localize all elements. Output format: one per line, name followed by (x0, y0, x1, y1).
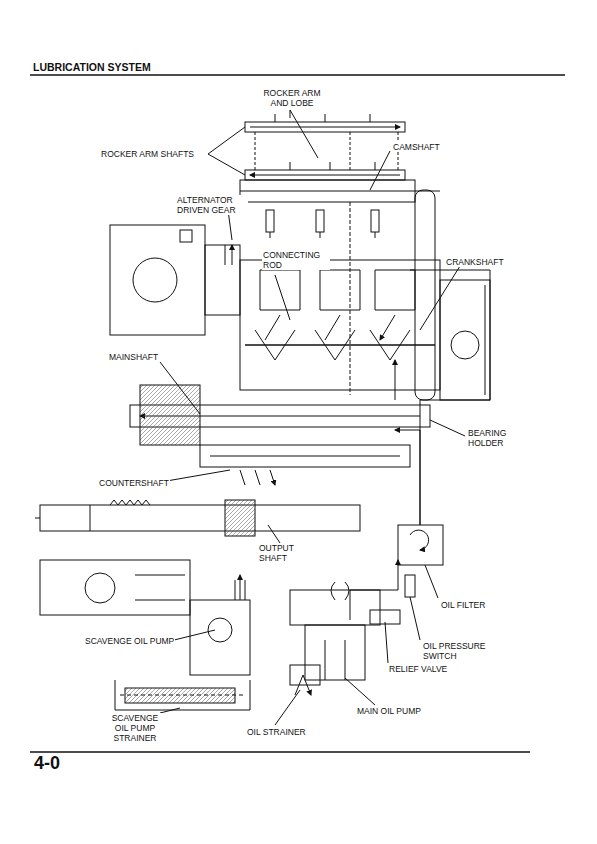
part-label: CRANKSHAFT (445, 257, 505, 267)
part-label: OUTPUT SHAFT (258, 543, 310, 563)
part-label: SCAVENGE OIL PUMP STRAINER (104, 713, 166, 743)
part-label: ALTERNATOR DRIVEN GEAR (176, 195, 248, 215)
page-header: LUBRICATION SYSTEM (33, 61, 151, 73)
part-label: OIL STRAINER (246, 727, 307, 737)
part-label: MAINSHAFT (108, 352, 159, 362)
part-label: OIL FILTER (440, 600, 486, 610)
part-label: RELIEF VALVE (388, 664, 448, 674)
part-label: CONNECTING ROD (262, 250, 330, 270)
part-label: ROCKER ARM SHAFTS (100, 149, 195, 159)
part-label: CAMSHAFT (392, 142, 441, 152)
part-label: COUNTERSHAFT (98, 478, 170, 488)
part-label: OIL PRESSURE SWITCH (422, 641, 488, 661)
part-label: BEARING HOLDER (467, 428, 519, 448)
part-label: SCAVENGE OIL PUMP (84, 636, 175, 646)
part-label: MAIN OIL PUMP (356, 706, 422, 716)
page-number: 4-0 (33, 758, 61, 768)
part-label: ROCKER ARM AND LOBE (255, 88, 329, 108)
